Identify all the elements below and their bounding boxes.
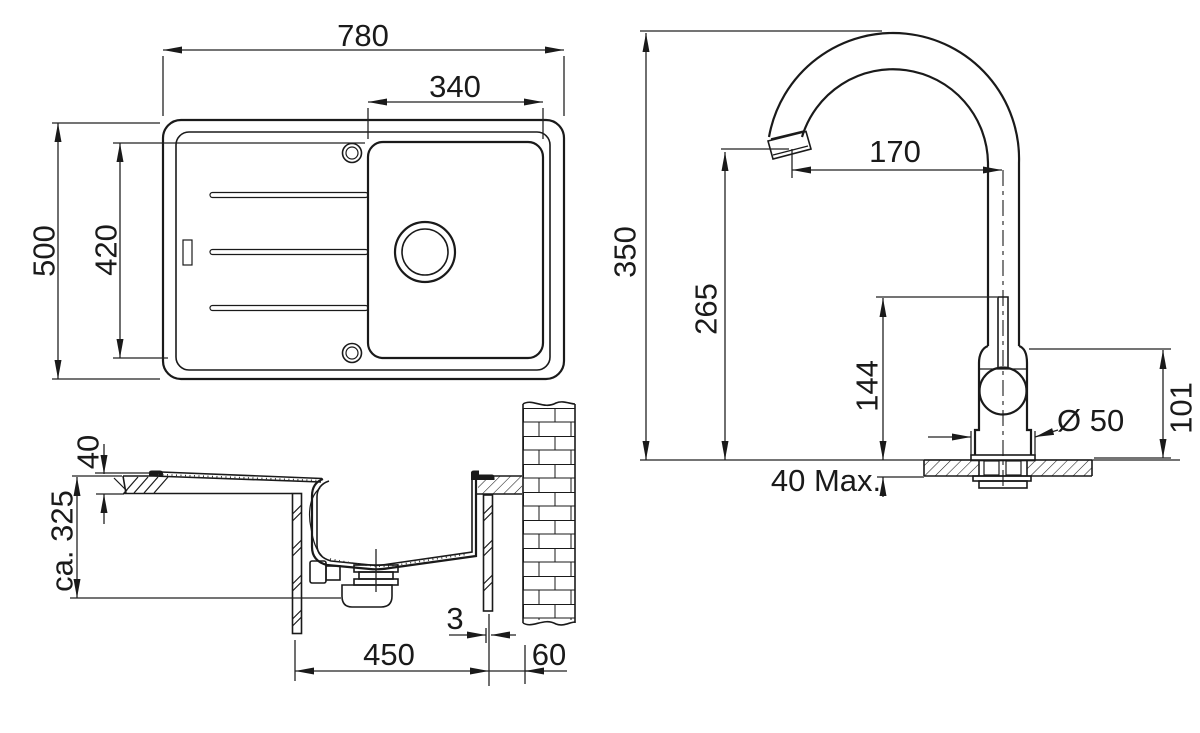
sink-section-view: 40 ca. 325 450 3 60 <box>45 401 576 686</box>
cabinet-panels <box>291 492 494 635</box>
sink-outline <box>161 118 566 381</box>
dim-spout-reach: 170 <box>869 134 921 169</box>
dim-overall-width: 780 <box>337 18 389 53</box>
faucet-spout <box>767 31 1021 346</box>
dim-under-counter-depth: ca. 325 <box>45 490 80 592</box>
mounting-nut <box>983 460 1000 476</box>
drain-hole <box>393 220 457 284</box>
dim-rim-height: 40 <box>71 435 106 469</box>
aerator-tip <box>767 130 812 160</box>
tap-holes <box>341 142 363 364</box>
sink-profile <box>149 470 495 571</box>
dim-outlet-height: 265 <box>689 283 724 335</box>
dim-body-height: 144 <box>850 360 885 412</box>
drain-trap <box>309 549 399 608</box>
top-view-dimensions: 780 340 500 420 <box>27 18 565 380</box>
dim-counter-thickness: 40 Max. <box>771 463 881 498</box>
dim-rear-gap: 3 <box>446 601 463 636</box>
mounting-nut <box>1005 460 1022 476</box>
dim-base-diameter: Ø 50 <box>1057 403 1124 438</box>
dim-total-height: 350 <box>608 226 643 278</box>
dim-base-section-height: 101 <box>1164 382 1199 434</box>
faucet-dimensions: 350 265 170 144 101 Ø 50 40 Max. <box>608 30 1199 498</box>
overflow-slot <box>182 239 193 266</box>
dim-cabinet-width: 450 <box>363 637 415 672</box>
dim-overall-depth: 500 <box>27 225 62 277</box>
dim-wall-clearance: 60 <box>532 637 566 672</box>
countertop-section <box>113 475 522 495</box>
dim-bowl-width: 340 <box>429 69 481 104</box>
sink-top-view: 780 340 500 420 <box>27 18 566 381</box>
mounting-counter <box>640 459 1180 489</box>
faucet-view: 350 265 170 144 101 Ø 50 40 Max. <box>608 30 1199 498</box>
section-dimensions: 40 ca. 325 450 3 60 <box>45 435 567 686</box>
drainboard-grooves <box>209 191 369 312</box>
dim-bowl-depth: 420 <box>89 224 124 276</box>
brick-wall <box>522 401 576 626</box>
